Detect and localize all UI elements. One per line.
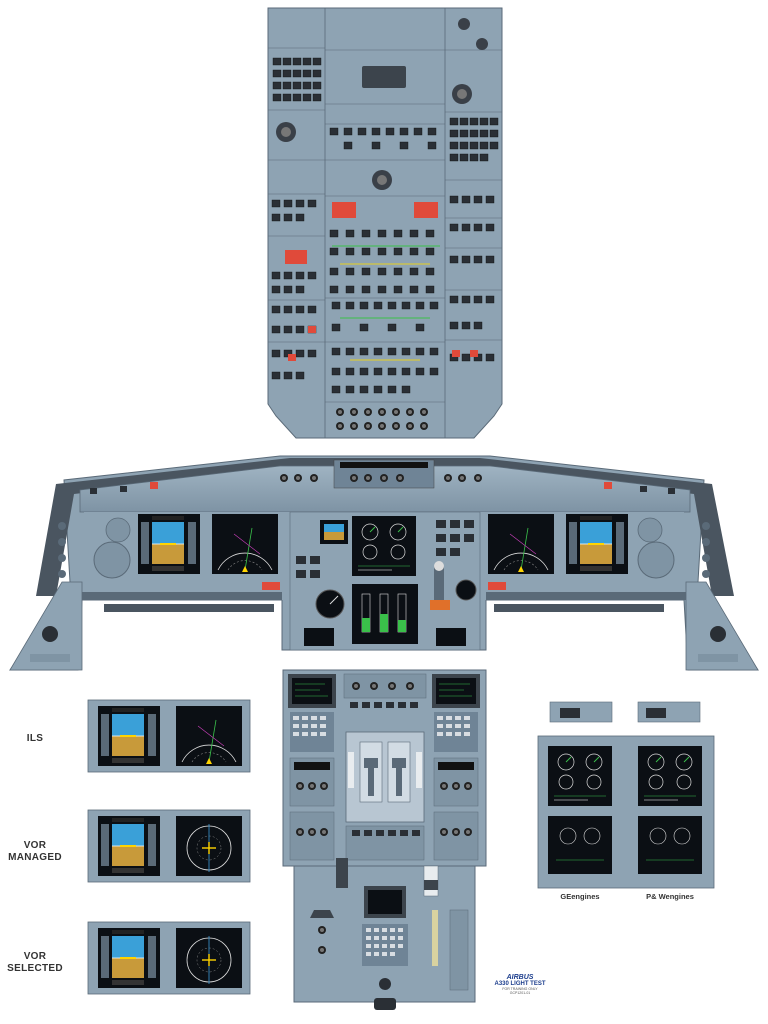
ge-upper-ecam bbox=[547, 745, 613, 807]
overhead-warning-right[interactable] bbox=[414, 202, 438, 218]
side-knob-left[interactable] bbox=[42, 626, 58, 642]
label-ils: ILS bbox=[0, 733, 70, 745]
thrust-lever-2[interactable] bbox=[392, 758, 406, 768]
logo-title: A330 LIGHT TEST bbox=[494, 981, 546, 987]
speaker-left bbox=[93, 541, 131, 579]
overhead-display bbox=[362, 66, 406, 88]
upper-ecam bbox=[351, 515, 417, 577]
label-ils-text: ILS bbox=[26, 733, 44, 744]
display-variant-ils bbox=[87, 699, 251, 773]
clock bbox=[455, 579, 477, 601]
display-variant-vor-selected bbox=[87, 921, 251, 995]
captain-pfd bbox=[137, 513, 201, 575]
overhead-knob-top-2[interactable] bbox=[476, 38, 488, 50]
engine-variants bbox=[537, 701, 715, 889]
center-pedestal bbox=[282, 669, 487, 1010]
overhead-knob-top-1[interactable] bbox=[458, 18, 470, 30]
label-vor-selected-line1: VOR bbox=[23, 951, 47, 962]
overhead-warning-side[interactable] bbox=[285, 250, 307, 264]
pedestal-knob[interactable] bbox=[379, 978, 391, 990]
fcu-display-strip bbox=[340, 462, 428, 468]
label-vor-managed-line2: MANAGED bbox=[8, 852, 62, 863]
main-instrument-panel bbox=[9, 455, 759, 671]
airbus-logo: AIRBUS bbox=[506, 974, 534, 981]
mcdu-left-screen bbox=[292, 678, 332, 704]
pw-upper-ecam bbox=[637, 745, 703, 807]
thrust-lever-1[interactable] bbox=[364, 758, 378, 768]
speedbrake-lever[interactable] bbox=[336, 858, 348, 888]
label-vor-selected: VOR SELECTED bbox=[0, 951, 70, 975]
lower-mcdu-screen bbox=[368, 890, 402, 914]
label-vor-managed-line1: VOR bbox=[23, 840, 47, 851]
logo-sub1: FOR TRAINING ONLY bbox=[502, 987, 538, 991]
mcdu-right-screen bbox=[436, 678, 476, 704]
overhead-warning-left[interactable] bbox=[332, 202, 356, 218]
label-vor-selected-line2: SELECTED bbox=[7, 963, 63, 974]
display-variant-vor-managed bbox=[87, 809, 251, 883]
captain-nd bbox=[211, 513, 279, 575]
fo-pfd bbox=[565, 513, 629, 575]
label-vor-managed: VOR MANAGED bbox=[0, 840, 70, 864]
side-knob-right[interactable] bbox=[710, 626, 726, 642]
pw-lower-ecam bbox=[638, 816, 702, 874]
airbus-logo-block: AIRBUS A330 LIGHT TEST FOR TRAINING ONLY… bbox=[488, 974, 552, 995]
overhead-panel bbox=[267, 7, 503, 439]
logo-sub2: GCP1201-01 bbox=[509, 991, 531, 995]
ge-lower-ecam bbox=[548, 816, 612, 874]
fo-nd bbox=[487, 513, 555, 575]
lower-ecam bbox=[352, 584, 418, 644]
gear-lever[interactable] bbox=[434, 566, 444, 606]
speaker-right bbox=[637, 541, 675, 579]
thrust-quadrant bbox=[345, 731, 425, 823]
label-pw-engines: P& Wengines bbox=[646, 892, 694, 901]
label-ge-engines: GEengines bbox=[560, 892, 600, 901]
